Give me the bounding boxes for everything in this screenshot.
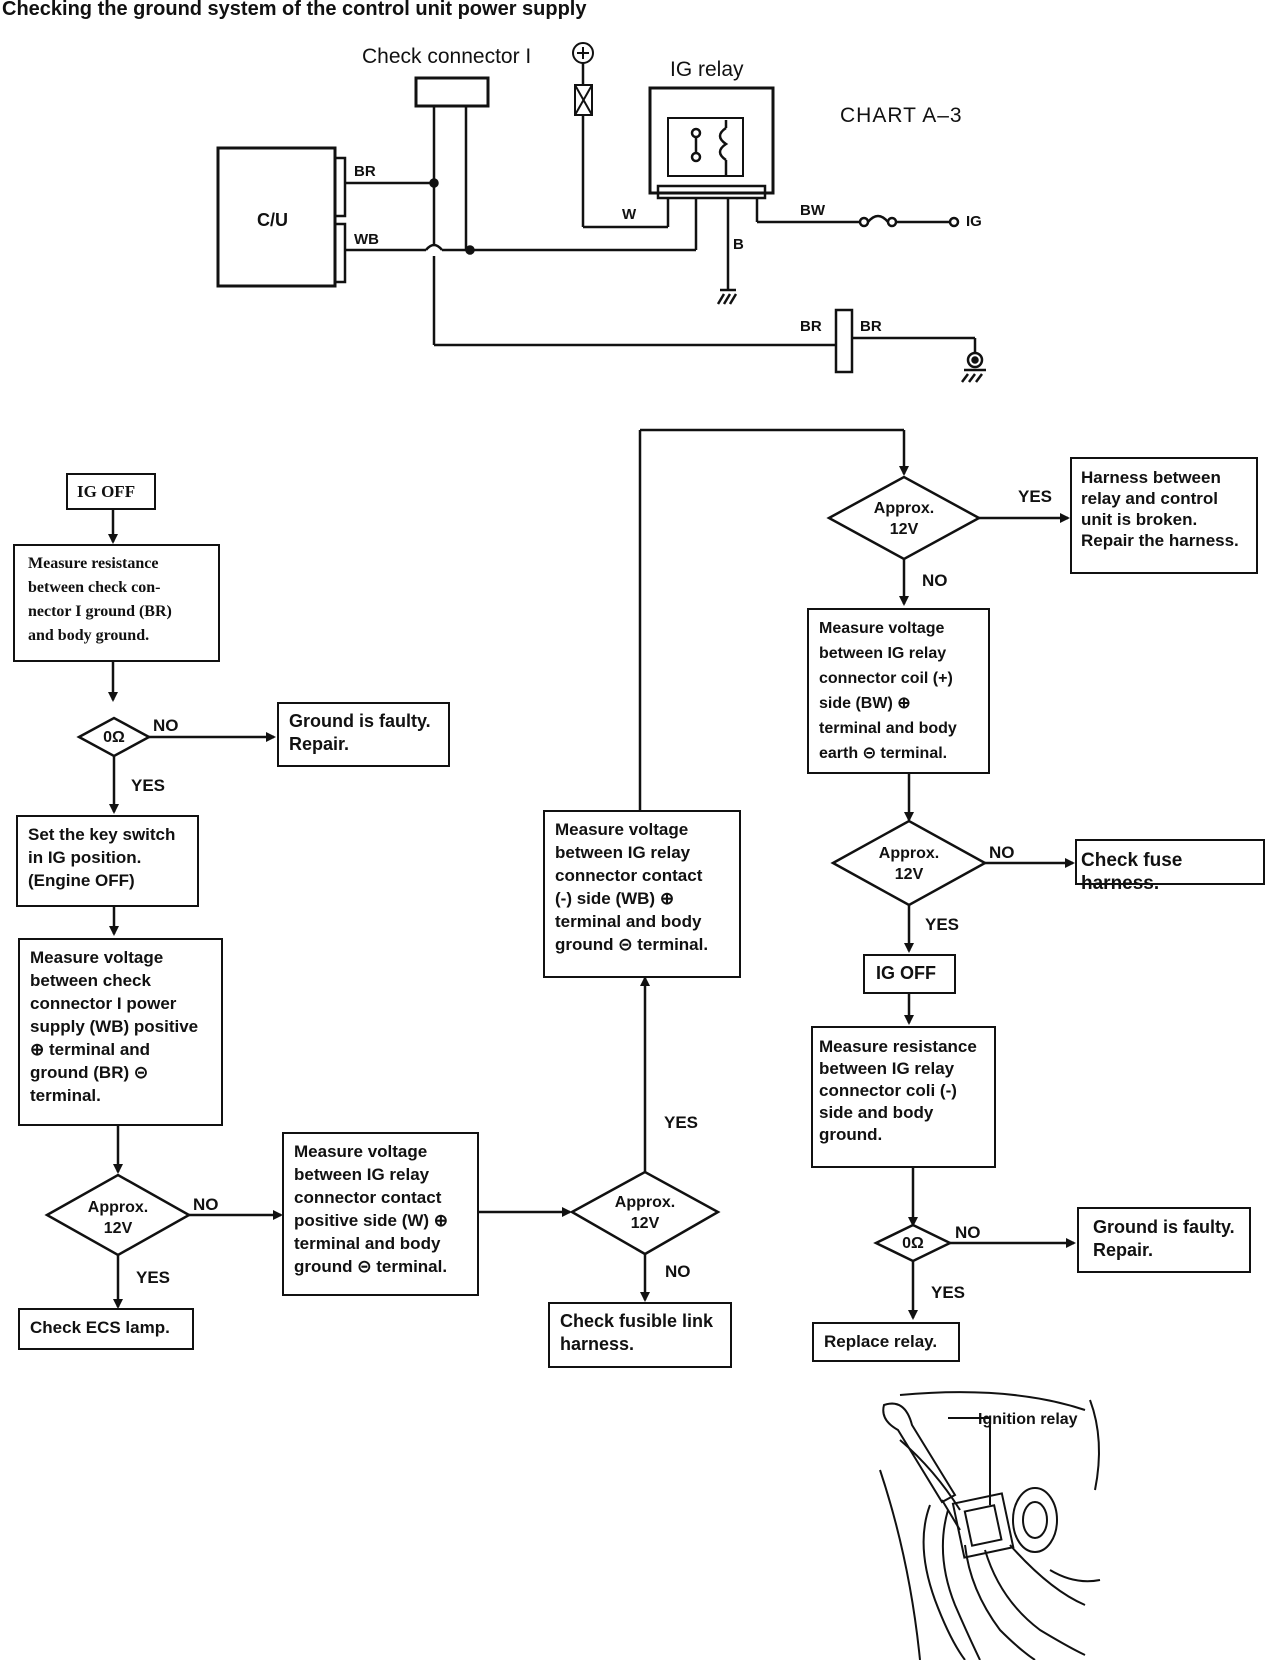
control-unit-label: C/U — [257, 210, 288, 230]
yes-label-4: YES — [1018, 487, 1053, 506]
cu-connector-bottom — [333, 222, 347, 284]
decision-12v-3-text: Approx. 12V — [873, 500, 935, 538]
check-connector-box — [414, 76, 490, 108]
chart-label: CHART A–3 — [840, 104, 963, 127]
decision-0ohm-1-text: 0Ω — [103, 729, 125, 746]
decision-0ohm-2-text: 0Ω — [902, 1235, 924, 1252]
ground-faulty-box-1: Ground is faulty. Repair. — [277, 702, 450, 767]
set-key-box: Set the key switch in IG position. (Engi… — [16, 815, 199, 907]
wiring-diagram — [216, 42, 986, 383]
replace-relay-box: Replace relay. — [812, 1322, 960, 1362]
no-label-6: NO — [955, 1223, 981, 1242]
ignition-relay-illustration — [879, 1391, 1101, 1660]
wire-bw-label: BW — [800, 202, 825, 219]
flowchart — [44, 428, 1076, 1320]
wire-b-label: B — [733, 236, 744, 253]
yes-label-2: YES — [136, 1268, 171, 1287]
measure-voltage-box-4: Measure voltage between IG relay connect… — [807, 608, 990, 774]
measure-resistance-box-1: Measure resistance between check con- ne… — [13, 544, 220, 662]
wire-br-label: BR — [354, 163, 376, 180]
no-label-3: NO — [665, 1262, 691, 1281]
no-label-2: NO — [193, 1195, 219, 1214]
measure-resistance-box-2: Measure resistance between IG relay conn… — [811, 1026, 996, 1168]
check-connector-label: Check connector I — [362, 45, 532, 68]
ig-off-box-2: IG OFF — [863, 954, 956, 994]
decision-12v-4-text: Approx. 12V — [878, 845, 940, 883]
page-title: Checking the ground system of the contro… — [2, 0, 587, 20]
decision-12v-2-text: Approx. 12V — [614, 1194, 676, 1232]
yes-label-1: YES — [131, 776, 166, 795]
decision-12v-1-text: Approx. 12V — [87, 1199, 149, 1237]
yes-label-5: YES — [925, 915, 960, 934]
ignition-relay-label: Ignition relay — [978, 1411, 1078, 1428]
measure-voltage-box-2: Measure voltage between IG relay connect… — [282, 1132, 479, 1296]
check-ecs-box: Check ECS lamp. — [18, 1308, 194, 1350]
measure-voltage-box-3: Measure voltage between IG relay connect… — [543, 810, 741, 978]
decision-12v-2 — [569, 1170, 721, 1256]
measure-voltage-box-1: Measure voltage between check connector … — [18, 938, 223, 1126]
br-right-label: BR — [860, 318, 882, 335]
ig-off-box-1: IG OFF — [66, 473, 156, 510]
wire-wb-label: WB — [354, 231, 379, 248]
yes-label-3: YES — [664, 1113, 699, 1132]
ground-faulty-box-2: Ground is faulty. Repair. — [1077, 1207, 1251, 1273]
check-fusible-box: Check fusible link harness. — [548, 1302, 732, 1368]
wire-w-label: W — [622, 206, 637, 223]
cu-connector-top — [333, 156, 347, 218]
no-label-1: NO — [153, 716, 179, 735]
check-fuse-box: Check fuse harness. — [1075, 839, 1265, 894]
br-left-label: BR — [800, 318, 822, 335]
ig-relay-box — [648, 86, 775, 195]
no-label-5: NO — [989, 843, 1015, 862]
yes-label-6: YES — [931, 1283, 966, 1302]
no-label-4: NO — [922, 571, 948, 590]
br-connector — [834, 308, 854, 374]
ig-terminal-label: IG — [966, 213, 982, 230]
ig-relay-label: IG relay — [670, 58, 744, 81]
harness-broken-box: Harness between relay and control unit i… — [1070, 457, 1258, 574]
